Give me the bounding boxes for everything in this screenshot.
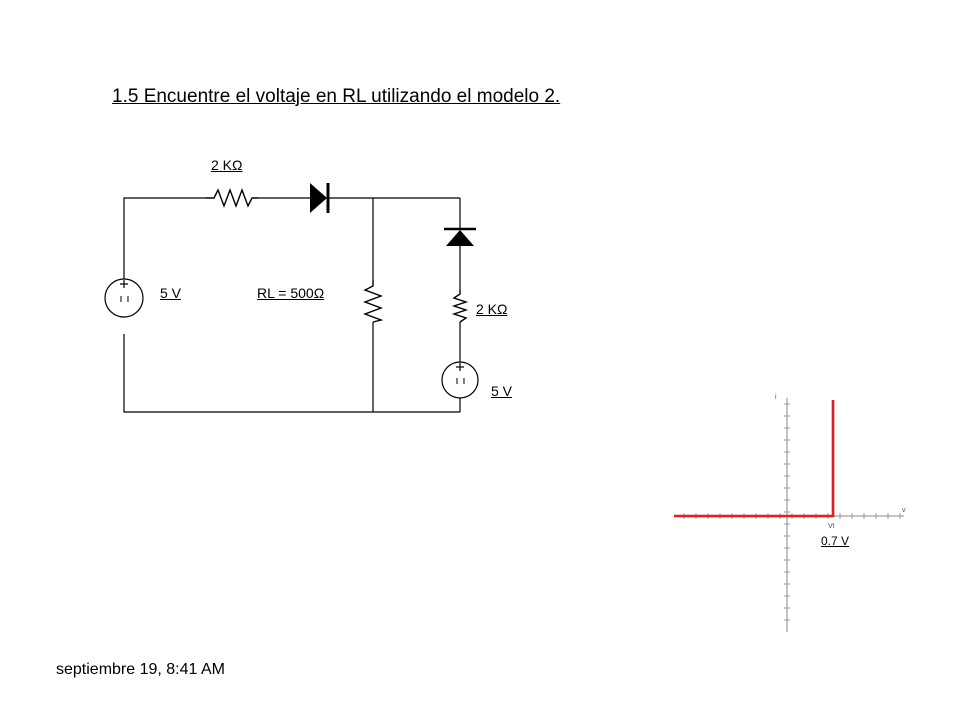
voltage-source-1 bbox=[104, 278, 144, 318]
diode-d1 bbox=[310, 183, 330, 213]
timestamp-footer: septiembre 19, 8:41 AM bbox=[56, 661, 225, 678]
resistor-r1 bbox=[206, 188, 258, 208]
v-axis-label: v bbox=[902, 507, 906, 514]
i-axis-label: i bbox=[775, 394, 777, 401]
threshold-label: 0.7 V bbox=[821, 534, 850, 548]
vt-label: Vt bbox=[828, 523, 835, 530]
r2-label: 2 KΩ bbox=[476, 301, 508, 317]
resistor-r2 bbox=[451, 290, 469, 323]
diode-d2 bbox=[444, 227, 476, 246]
iv-curve bbox=[674, 400, 835, 518]
circuit-wires bbox=[123, 188, 469, 413]
problem-title: 1.5 Encuentre el voltaje en RL utilizand… bbox=[112, 86, 561, 107]
source1-label: 5 V bbox=[160, 285, 182, 301]
voltage-source-2 bbox=[441, 361, 479, 399]
rl-label: RL = 500Ω bbox=[257, 285, 325, 301]
resistor-rl bbox=[363, 280, 384, 323]
iv-characteristic-graph: i v Vt bbox=[674, 394, 906, 632]
r1-label: 2 KΩ bbox=[211, 157, 243, 173]
source2-label: 5 V bbox=[491, 383, 513, 399]
